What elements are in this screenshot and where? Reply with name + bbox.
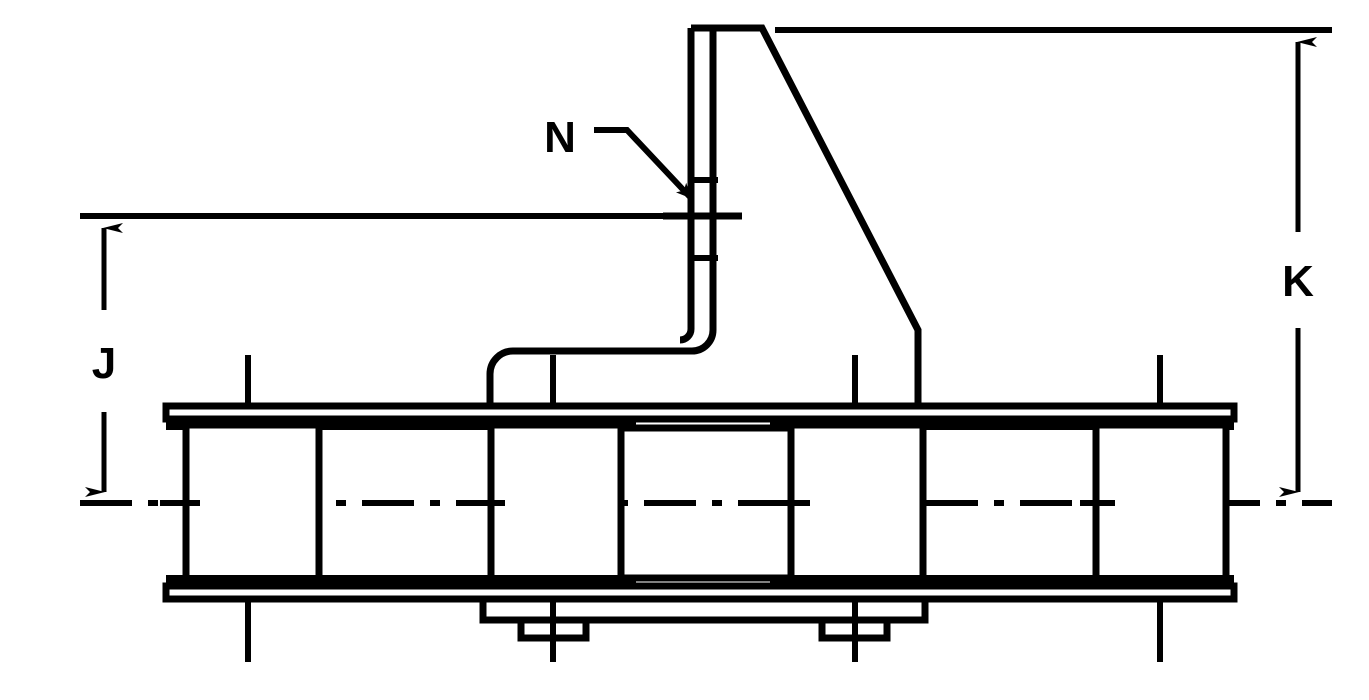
chain-outer-plates-top — [162, 402, 1238, 423]
outer-plate-top — [162, 402, 1238, 423]
attachment-gusset — [713, 24, 922, 420]
roller-4 — [1092, 421, 1230, 584]
inner-plate-bottom-right — [770, 575, 1234, 586]
attachment-tab-outline-right — [691, 24, 717, 318]
attachment-base-plate — [479, 595, 929, 624]
callout-leader-n — [594, 127, 693, 200]
callout-label-n: N — [544, 113, 576, 162]
dimension-label-j: J — [92, 339, 116, 388]
attachment-tab-bent-foot — [486, 318, 717, 418]
extension-lines — [80, 27, 1332, 219]
gusset-diagonal-brace — [713, 24, 922, 420]
inner-plate-bottom-left — [166, 575, 636, 586]
chain-inner-plates-bottom — [166, 575, 1234, 586]
attachment-tab — [486, 24, 742, 418]
dimension-label-k: K — [1282, 257, 1314, 306]
link-body-2 — [621, 424, 791, 582]
attachment-tab-inner-bend — [679, 318, 695, 344]
leader-line-n — [594, 127, 693, 200]
pin-centerlines-overlay — [245, 355, 1163, 662]
roller-1 — [182, 421, 323, 584]
roller-2 — [487, 421, 625, 584]
roller-3 — [787, 421, 927, 584]
